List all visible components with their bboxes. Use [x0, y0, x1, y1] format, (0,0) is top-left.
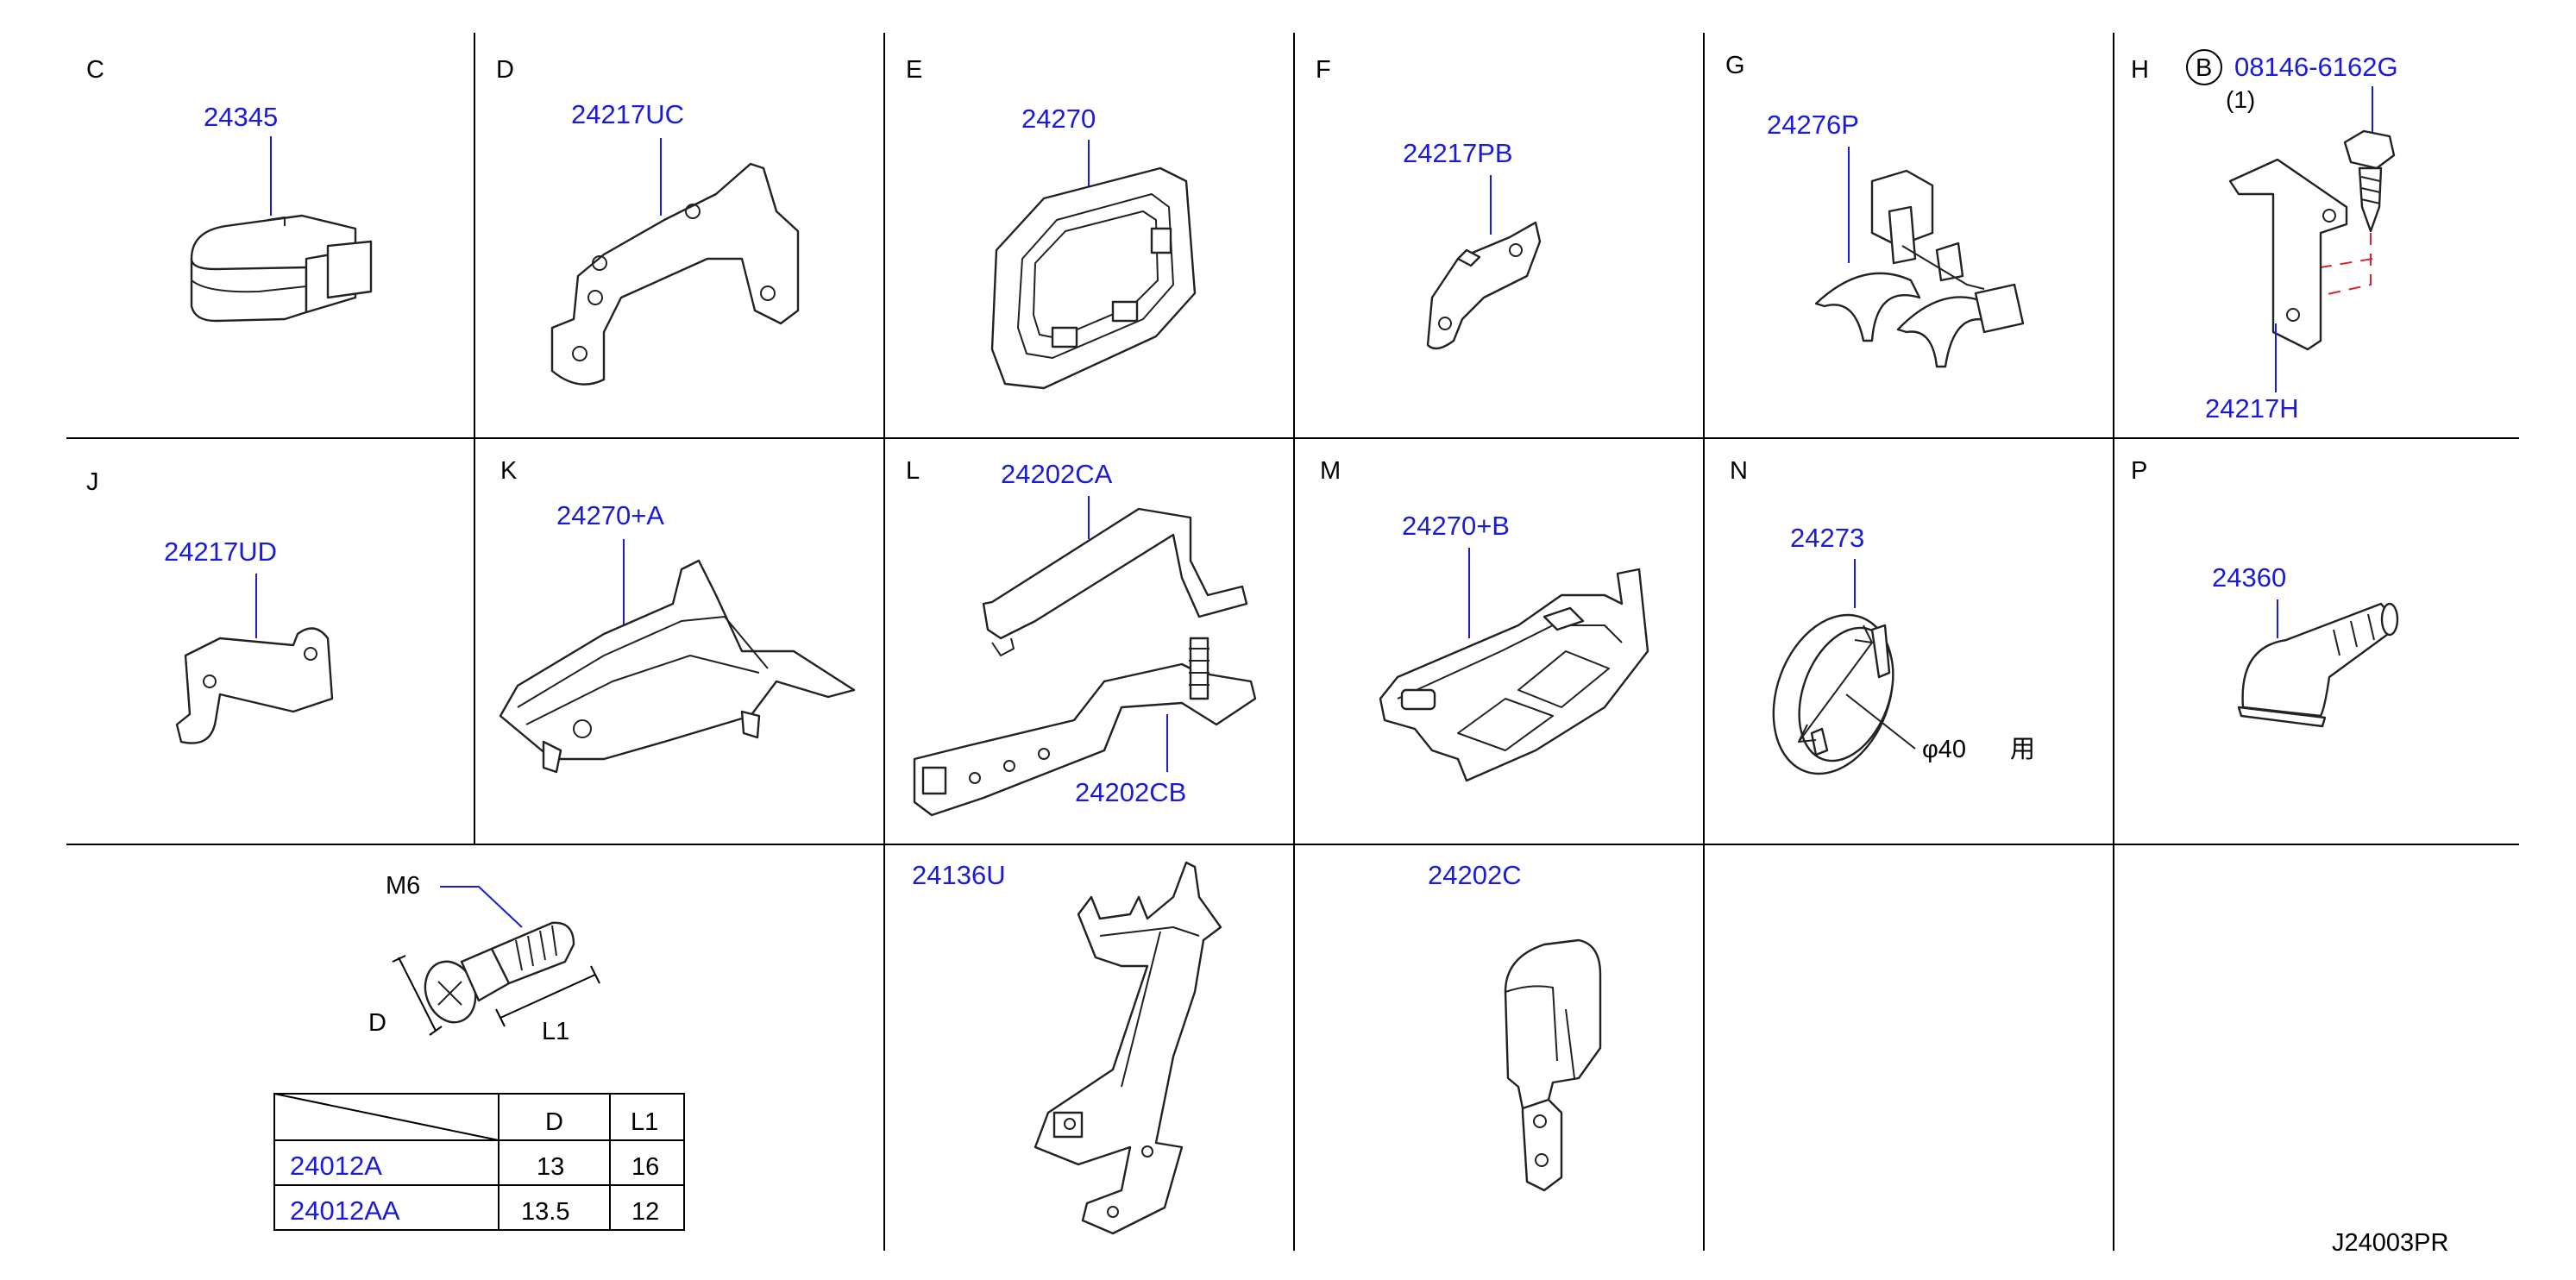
clip-part-illustration	[1814, 169, 2025, 368]
panel-letter: C	[86, 56, 104, 84]
dimension-table: D L1 24012A 13 16 24012AA 13.5 12	[273, 1093, 685, 1231]
long-bracket-illustration	[1034, 861, 1222, 1235]
dimension-d-label: D	[368, 1009, 386, 1037]
panel-24202c: 24202C	[1428, 860, 1602, 1192]
bracket-part-illustration	[550, 162, 800, 386]
bracket-l-top-illustration	[982, 507, 1248, 656]
part-number[interactable]: 24136U	[912, 860, 1006, 890]
panel-24136u: 24136U	[912, 860, 1222, 1235]
bolt-diagram-illustration	[424, 921, 575, 1024]
part-number-top[interactable]: 24202CA	[1001, 459, 1113, 489]
connector-part-illustration	[190, 214, 373, 323]
thread-label: M6	[386, 872, 420, 900]
frame-part-illustration	[990, 166, 1197, 390]
table-header-l1: L1	[631, 1108, 658, 1136]
grommet-illustration	[1772, 613, 1916, 775]
harness-bracket-m-illustration	[1379, 568, 1649, 782]
panel-letter: K	[500, 457, 518, 485]
panel-letter: H	[2131, 56, 2149, 84]
grid-lines	[66, 33, 2519, 1251]
panel-h: H B 08146-6162G (1) 24217H	[2131, 49, 2398, 424]
table-row-d: 13.5	[521, 1198, 569, 1226]
panel-n: N 24273 φ40 用	[1730, 457, 2035, 775]
panel-f: F 24217PB	[1316, 56, 1542, 350]
table-header-d: D	[545, 1108, 563, 1136]
usage-note: 用	[2010, 736, 2035, 763]
bolt-quantity: (1)	[2226, 86, 2255, 113]
panel-letter: F	[1316, 56, 1331, 84]
part-number[interactable]: 24345	[204, 102, 278, 132]
panel-l: L 24202CA 24202CB	[906, 457, 1257, 817]
circle-marker	[2186, 49, 2222, 85]
panel-j: J 24217UD	[86, 468, 334, 744]
part-number[interactable]: 24270+B	[1402, 511, 1510, 541]
table-row-part[interactable]: 24012AA	[290, 1195, 400, 1226]
table-row-l1: 16	[631, 1153, 659, 1181]
harness-bracket-k-illustration	[499, 559, 856, 774]
panel-p: P 24360	[2131, 457, 2399, 728]
panel-letter: J	[86, 468, 99, 496]
part-number[interactable]: 24217H	[2205, 393, 2299, 424]
table-row-part[interactable]: 24012A	[290, 1151, 382, 1181]
panel-bolt: M6 D L1 D L1 24012A 13 16 24012AA	[273, 872, 685, 1231]
bracket-j-illustration	[175, 627, 334, 744]
circle-marker-label: B	[2196, 54, 2212, 82]
panel-letter: G	[1725, 52, 1745, 79]
part-number[interactable]: 24273	[1790, 523, 1864, 553]
part-number[interactable]: 24360	[2212, 562, 2286, 593]
bolt-part-number[interactable]: 08146-6162G	[2234, 52, 2398, 82]
sleeve-bracket-illustration	[1504, 938, 1602, 1192]
panel-letter: M	[1320, 457, 1341, 485]
panel-m: M 24270+B	[1320, 457, 1649, 782]
part-number[interactable]: 24217UC	[571, 99, 684, 129]
part-number[interactable]: 24217PB	[1403, 138, 1513, 168]
part-number[interactable]: 24270+A	[556, 500, 664, 530]
panel-e: E 24270	[906, 56, 1197, 390]
part-number[interactable]: 24202C	[1428, 860, 1522, 890]
bolt-illustration	[2343, 129, 2396, 233]
panel-letter: P	[2131, 457, 2147, 485]
diameter-note: φ40	[1922, 736, 1966, 763]
part-number-bottom[interactable]: 24202CB	[1075, 777, 1186, 807]
bracket-l-bottom-illustration	[913, 637, 1257, 817]
panel-letter: N	[1730, 457, 1748, 485]
bracket-h-illustration	[2228, 158, 2348, 351]
part-number[interactable]: 24270	[1021, 104, 1096, 134]
panel-k: K 24270+A	[499, 457, 856, 774]
panel-d: D 24217UC	[496, 56, 800, 386]
boot-cap-illustration	[2237, 602, 2399, 728]
panel-letter: D	[496, 56, 514, 84]
panel-letter: L	[906, 457, 920, 485]
table-row-l1: 12	[631, 1198, 659, 1226]
panel-c: C 24345	[86, 56, 373, 323]
panel-letter: E	[906, 56, 922, 84]
table-row-d: 13	[537, 1153, 564, 1181]
panel-g: G 24276P	[1725, 52, 2025, 368]
diagram-code: J24003PR	[2332, 1229, 2448, 1257]
part-number[interactable]: 24217UD	[164, 536, 277, 567]
dimension-l1-label: L1	[542, 1018, 569, 1045]
plate-part-illustration	[1426, 221, 1542, 350]
part-number[interactable]: 24276P	[1767, 110, 1859, 140]
